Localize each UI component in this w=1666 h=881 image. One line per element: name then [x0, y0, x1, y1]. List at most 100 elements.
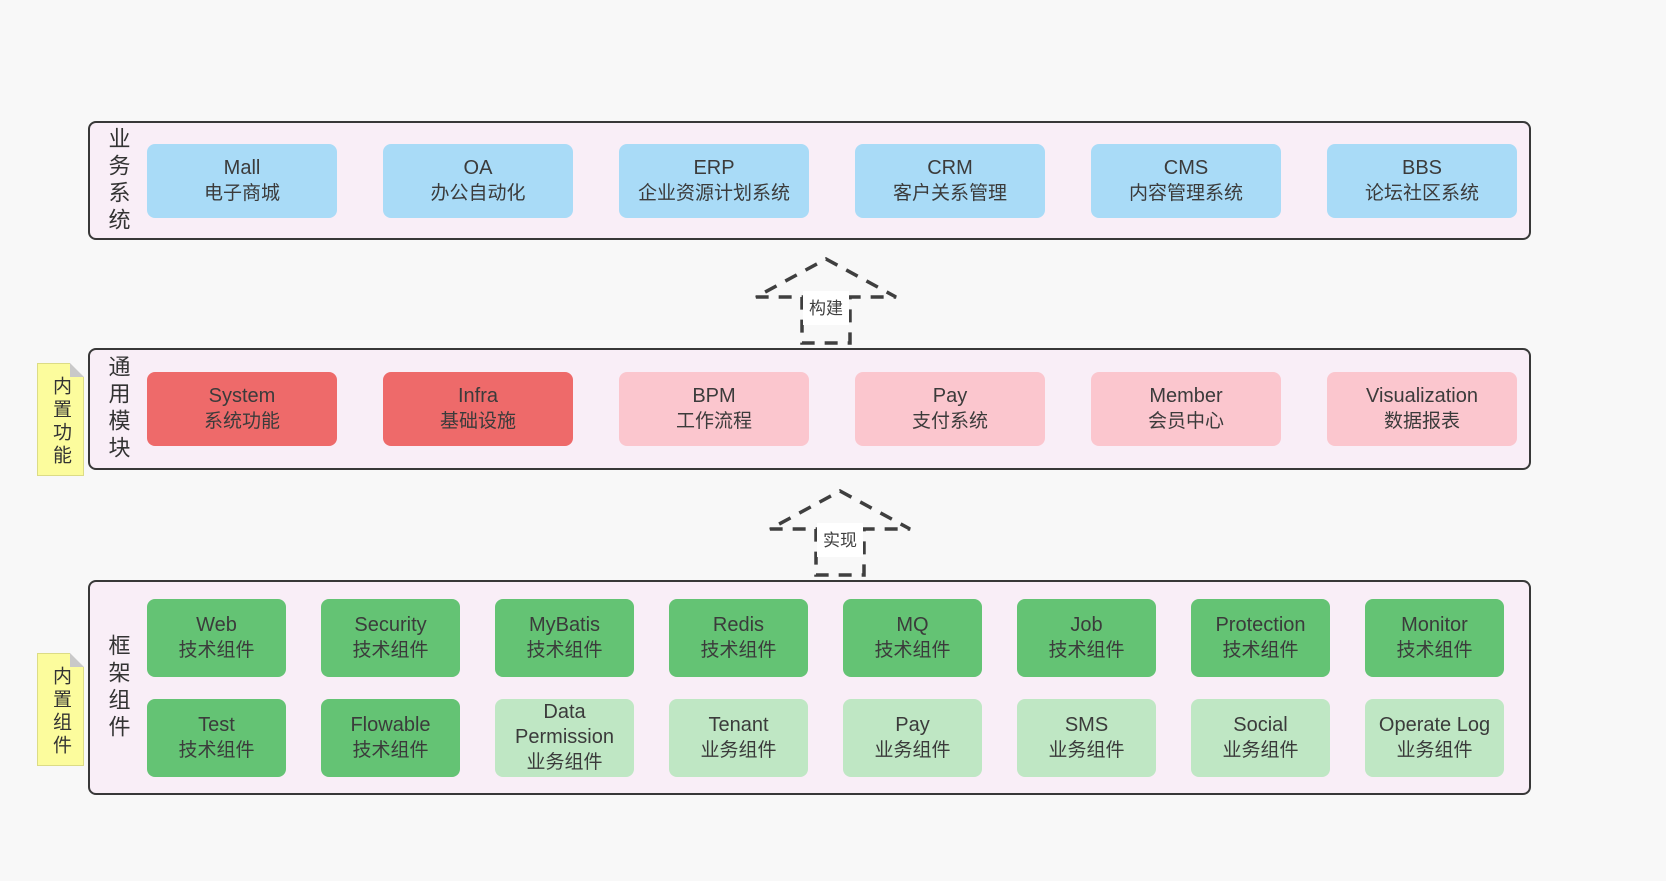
box-subtitle: 业务组件: [874, 739, 951, 761]
box-subtitle: 业务组件: [526, 752, 603, 773]
box-subtitle: 论坛社区系统: [1364, 182, 1479, 204]
box-subtitle: 电子商城: [203, 182, 280, 204]
diagram-box-web: Web 技术组件: [147, 598, 286, 677]
box-title: CMS: [1163, 156, 1209, 179]
dashed-up-arrow-implement: 实现: [769, 489, 911, 577]
diagram-box-sms: SMS 业务组件: [1017, 698, 1156, 777]
box-title: Member: [1149, 385, 1223, 407]
diagram-box-visualization: Visualization 数据报表: [1327, 372, 1517, 446]
box-title: Job: [1070, 613, 1103, 636]
diagram-box-mall: Mall 电子商城: [147, 143, 337, 218]
box-subtitle: 技术组件: [1048, 639, 1125, 661]
box-title: System: [208, 385, 276, 407]
diagram-box-pay: Pay 支付系统: [855, 372, 1045, 446]
box-subtitle: 数据报表: [1383, 411, 1460, 432]
note-label-built-in-features: 内置功能: [50, 376, 71, 468]
arrow-label-background: [803, 291, 849, 325]
box-title: CRM: [927, 156, 973, 179]
diagram-box-security: Security 技术组件: [321, 598, 460, 677]
diagram-box-redis: Redis 技术组件: [669, 598, 808, 677]
box-title: Visualization: [1366, 385, 1478, 407]
sticky-note-built-in-features: 内置功能: [37, 363, 84, 476]
box-title: Security: [354, 613, 427, 636]
up-arrow-outline: [755, 257, 897, 345]
diagram-box-bpm: BPM 工作流程: [619, 372, 809, 446]
box-subtitle: 业务组件: [1396, 739, 1473, 761]
diagram-box-mq: MQ 技术组件: [843, 598, 982, 677]
box-title: Data Permission: [515, 701, 614, 748]
box-subtitle: 工作流程: [675, 411, 752, 432]
diagram-box-system: System 系统功能: [147, 372, 337, 446]
box-subtitle: 技术组件: [178, 639, 255, 661]
layer-label-business-systems: 业务系统: [105, 126, 131, 235]
box-subtitle: 技术组件: [526, 639, 603, 661]
box-subtitle: 技术组件: [178, 739, 255, 761]
layer-label-framework-components: 框架组件: [105, 633, 131, 742]
box-title: Mall: [223, 156, 261, 179]
box-title: BBS: [1401, 156, 1443, 179]
box-title: Web: [196, 613, 237, 636]
box-subtitle: 内容管理系统: [1128, 182, 1243, 204]
box-title: Social: [1233, 713, 1288, 736]
box-title: Pay: [932, 385, 968, 407]
diagram-box-cms: CMS 内容管理系统: [1091, 143, 1281, 218]
box-title: Operate Log: [1378, 713, 1491, 736]
diagram-box-pay: Pay 业务组件: [843, 698, 982, 777]
box-subtitle: 客户关系管理: [892, 182, 1007, 204]
box-subtitle: 系统功能: [203, 411, 280, 432]
box-subtitle: 技术组件: [1396, 639, 1473, 661]
box-title: MyBatis: [528, 613, 601, 636]
diagram-box-crm: CRM 客户关系管理: [855, 143, 1045, 218]
diagram-box-data-permission: Data Permission 业务组件: [495, 698, 634, 777]
diagram-box-bbs: BBS 论坛社区系统: [1327, 143, 1517, 218]
box-title: Redis: [712, 613, 765, 636]
box-subtitle: 业务组件: [700, 739, 777, 761]
box-title: Pay: [895, 713, 930, 736]
folded-corner-icon: [70, 363, 84, 377]
arrow-label-implement: 实现: [823, 531, 857, 550]
arrow-label-build: 构建: [809, 299, 843, 318]
sticky-note-built-in-components: 内置组件: [37, 653, 84, 766]
box-subtitle: 会员中心: [1147, 411, 1224, 432]
box-subtitle: 支付系统: [911, 411, 988, 432]
diagram-box-job: Job 技术组件: [1017, 598, 1156, 677]
box-subtitle: 业务组件: [1048, 739, 1125, 761]
box-subtitle: 技术组件: [874, 639, 951, 661]
diagram-box-member: Member 会员中心: [1091, 372, 1281, 446]
folded-corner-icon: [70, 653, 84, 667]
box-title: Flowable: [350, 713, 431, 736]
layer-label-common-modules: 通用模块: [105, 355, 131, 463]
diagram-box-monitor: Monitor 技术组件: [1365, 598, 1504, 677]
box-title: MQ: [896, 613, 929, 636]
dashed-up-arrow-build: 构建: [755, 257, 897, 345]
box-title: ERP: [693, 156, 735, 179]
box-title: Test: [198, 713, 235, 736]
diagram-box-erp: ERP 企业资源计划系统: [619, 143, 809, 218]
box-subtitle: 技术组件: [352, 639, 429, 661]
box-title: OA: [463, 156, 493, 179]
box-subtitle: 业务组件: [1222, 739, 1299, 761]
box-subtitle: 技术组件: [700, 639, 777, 661]
diagram-box-mybatis: MyBatis 技术组件: [495, 598, 634, 677]
box-subtitle: 基础设施: [439, 411, 516, 432]
box-title: Monitor: [1401, 613, 1468, 636]
arrow-label-background: [817, 523, 863, 557]
box-title: BPM: [692, 385, 736, 407]
note-label-built-in-components: 内置组件: [50, 666, 71, 758]
box-title: SMS: [1064, 713, 1109, 736]
box-subtitle: 技术组件: [1222, 639, 1299, 661]
box-subtitle: 企业资源计划系统: [637, 182, 790, 204]
